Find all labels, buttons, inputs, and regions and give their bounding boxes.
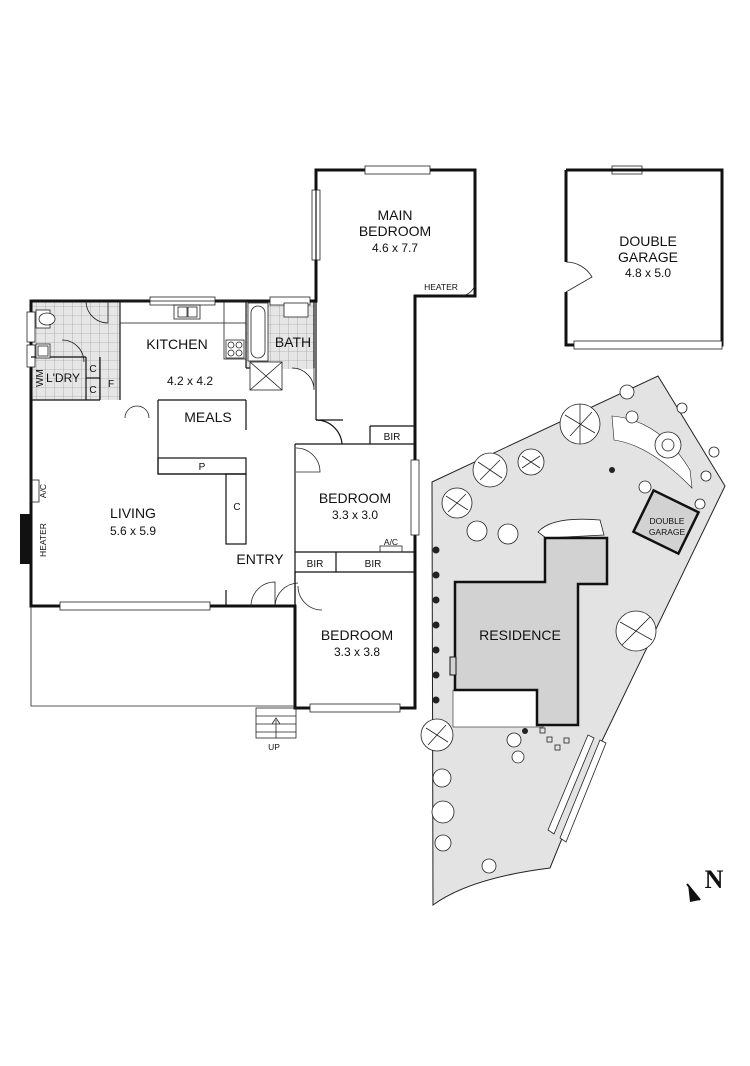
site-garage [631, 488, 701, 556]
living-label: LIVING [110, 505, 156, 521]
bedroom2-label: BEDROOM [319, 490, 391, 506]
steps-up-label: UP [268, 742, 280, 752]
front-deck [30, 606, 295, 707]
bir-label-right: BIR [365, 559, 382, 570]
door-swings [61, 284, 476, 611]
living-size: 5.6 x 5.9 [110, 524, 156, 538]
site-garage-label-2: GARAGE [649, 527, 686, 537]
bedroom-ac-label: A/C [384, 537, 398, 547]
living-heater-label: HEATER [38, 523, 48, 557]
pantry-label: P [199, 462, 206, 473]
cupboard-label-1: C [89, 364, 96, 375]
garage-label-1: DOUBLE [619, 233, 677, 249]
site-plan: RESIDENCE DOUBLE GARAGE [420, 375, 726, 906]
hedge-shrubs [432, 467, 615, 734]
kitchen-label: KITCHEN [146, 336, 207, 352]
bedroom-ac-unit [379, 545, 403, 553]
north-label: N [705, 865, 724, 894]
entry-cupboard-label: C [233, 502, 240, 513]
bath-fixtures [247, 302, 309, 391]
living-ac-unit [30, 479, 40, 503]
bir-label-left: BIR [307, 559, 324, 570]
kitchen-fixtures [119, 300, 247, 360]
bath-label: BATH [275, 334, 311, 350]
north-arrow: N [686, 865, 724, 902]
wm-label: WM [35, 369, 46, 387]
main-bedroom-label-1: MAIN [378, 207, 413, 223]
living-ac-label: A/C [38, 484, 48, 498]
entry-steps [255, 707, 297, 739]
laundry-label: L'DRY [46, 371, 80, 385]
site-trees [420, 384, 720, 874]
cupboard-label-2: C [89, 385, 96, 396]
residence-footprint [453, 536, 609, 727]
entry-label: ENTRY [236, 551, 284, 567]
bedroom3-size: 3.3 x 3.8 [334, 645, 380, 659]
meals-label: MEALS [184, 409, 231, 425]
garage-label-2: GARAGE [618, 249, 678, 265]
fridge-label: F [108, 379, 114, 390]
garage-size: 4.8 x 5.0 [625, 266, 671, 280]
main-bedroom-size: 4.6 x 7.7 [372, 241, 418, 255]
main-bedroom-label-2: BEDROOM [359, 223, 431, 239]
living-heater-unit [20, 514, 32, 564]
bedroom3-label: BEDROOM [321, 627, 393, 643]
floor-plan: MAIN BEDROOM 4.6 x 7.7 HEATER KITCHEN 4.… [20, 165, 643, 752]
laundry-fixtures [35, 309, 56, 359]
site-garage-label-1: DOUBLE [650, 516, 685, 526]
residence-label: RESIDENCE [479, 627, 561, 643]
bir-label-main: BIR [384, 432, 401, 443]
main-bedroom-heater-label: HEATER [424, 282, 458, 292]
residence-steps [539, 727, 570, 751]
detached-garage: DOUBLE GARAGE 4.8 x 5.0 [564, 168, 724, 350]
bedroom2-size: 3.3 x 3.0 [332, 508, 378, 522]
kitchen-size: 4.2 x 4.2 [167, 374, 213, 388]
